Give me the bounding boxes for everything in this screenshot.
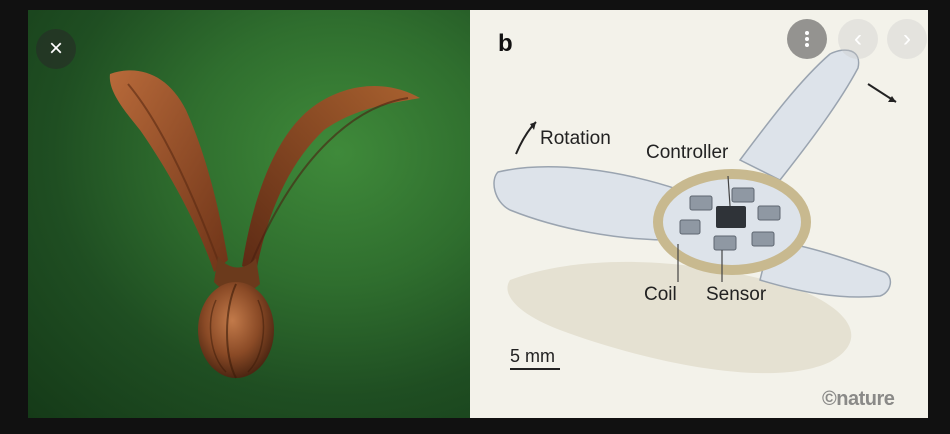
chevron-left-icon: ‹ bbox=[854, 25, 862, 52]
device-illustration bbox=[493, 49, 897, 374]
more-vertical-icon bbox=[805, 29, 809, 49]
scale-bar bbox=[510, 368, 560, 370]
label-sensor: Sensor bbox=[706, 284, 767, 305]
chevron-right-icon: › bbox=[903, 25, 911, 52]
seed-photo bbox=[28, 10, 470, 418]
close-icon: × bbox=[48, 35, 63, 62]
previous-button[interactable]: ‹ bbox=[838, 19, 878, 59]
scale-bar-label: 5 mm bbox=[510, 346, 555, 366]
label-coil: Coil bbox=[644, 284, 677, 305]
label-controller: Controller bbox=[646, 142, 729, 163]
seed-illustration bbox=[109, 70, 420, 379]
diagram-panel: b Rotation Controller Coil Sensor 5 mm ©… bbox=[470, 10, 928, 418]
credit-text: ©nature bbox=[822, 388, 895, 410]
label-rotation: Rotation bbox=[540, 128, 611, 149]
panel-letter: b bbox=[498, 30, 513, 57]
close-button[interactable]: × bbox=[36, 29, 76, 69]
more-options-button[interactable] bbox=[787, 19, 827, 59]
next-button[interactable]: › bbox=[887, 19, 927, 59]
